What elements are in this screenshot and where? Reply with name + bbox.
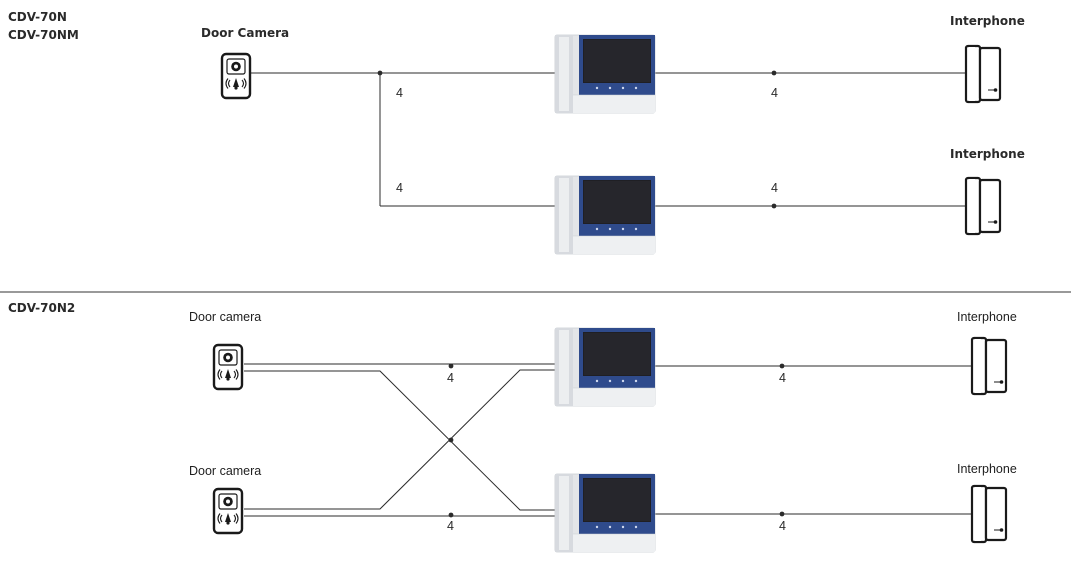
interphone-label-bottom-1: Interphone xyxy=(957,310,1017,324)
junction-dot xyxy=(771,70,777,76)
door-camera-label-1: Door camera xyxy=(189,310,261,324)
junction-dot xyxy=(771,203,777,209)
junction-dot xyxy=(779,363,785,369)
wire-count: 4 xyxy=(396,181,403,195)
interphone-handset-icon xyxy=(970,336,1008,396)
door-camera-icon xyxy=(220,52,252,100)
wire-count: 4 xyxy=(771,181,778,195)
wire-count: 4 xyxy=(396,86,403,100)
wire-count: 4 xyxy=(447,519,454,533)
interphone-label-bottom-2: Interphone xyxy=(957,462,1017,476)
top-wiring xyxy=(250,70,966,209)
door-camera-label-2: Door camera xyxy=(189,464,261,478)
model-name-cdv70nm: CDV-70NM xyxy=(8,28,79,42)
junction-dot xyxy=(377,70,383,76)
model-name-cdv70n: CDV-70N xyxy=(8,10,67,24)
interphone-label-top-2: Interphone xyxy=(950,147,1025,161)
junction-dot xyxy=(448,363,454,369)
junction-dot xyxy=(448,437,454,443)
wire-count: 4 xyxy=(771,86,778,100)
door-camera-icon xyxy=(212,343,244,391)
video-monitor-icon xyxy=(554,473,656,553)
interphone-handset-icon xyxy=(964,176,1002,236)
bottom-wiring xyxy=(244,363,972,518)
video-monitor-icon xyxy=(554,175,656,255)
video-monitor-icon xyxy=(554,34,656,114)
model-name-cdv70n2: CDV-70N2 xyxy=(8,301,75,315)
wire-count: 4 xyxy=(779,519,786,533)
wire-count: 4 xyxy=(779,371,786,385)
video-monitor-icon xyxy=(554,327,656,407)
interphone-handset-icon xyxy=(964,44,1002,104)
door-camera-label: Door Camera xyxy=(201,26,289,40)
interphone-handset-icon xyxy=(970,484,1008,544)
interphone-label-top-1: Interphone xyxy=(950,14,1025,28)
wire-count: 4 xyxy=(447,371,454,385)
door-camera-icon xyxy=(212,487,244,535)
junction-dot xyxy=(448,512,454,518)
junction-dot xyxy=(779,511,785,517)
